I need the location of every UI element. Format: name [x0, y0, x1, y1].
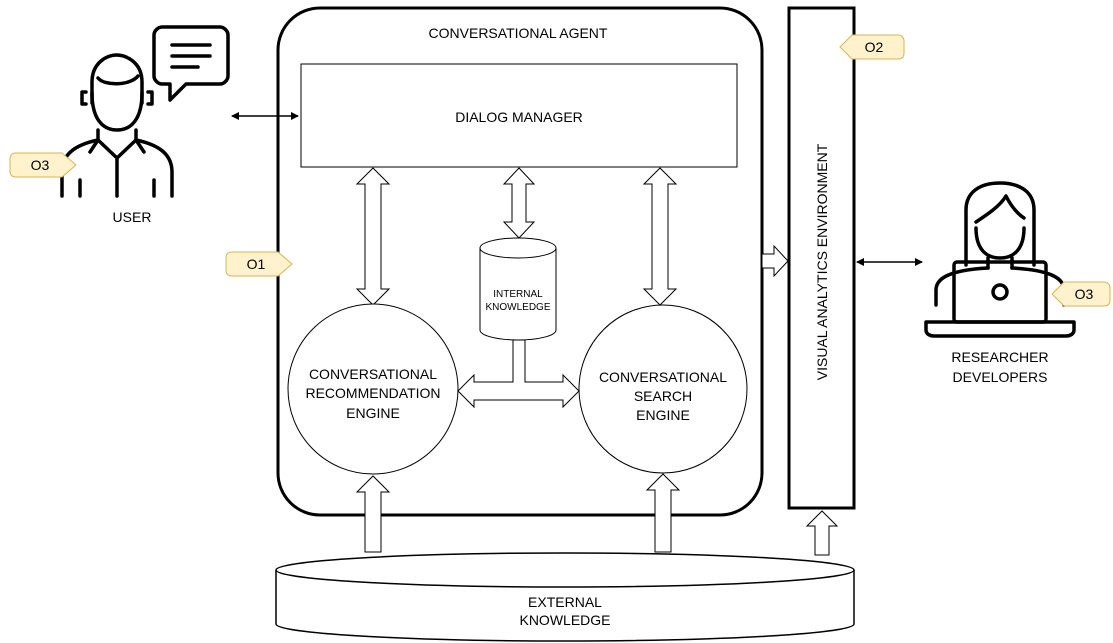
- recommendation-engine-label-1: CONVERSATIONAL: [309, 366, 437, 382]
- tag-o1-label: O1: [247, 256, 266, 272]
- dialog-manager-label: DIALOG MANAGER: [455, 109, 583, 125]
- tag-o3-researcher: O3: [1051, 281, 1111, 307]
- user-label: USER: [113, 209, 152, 225]
- search-engine-label-1: CONVERSATIONAL: [599, 369, 727, 385]
- conversational-agent-title: CONVERSATIONAL AGENT: [429, 25, 608, 41]
- recommendation-engine-label-2: RECOMMENDATION: [305, 385, 440, 401]
- external-visual-analytics-arrow: [805, 510, 839, 556]
- internal-knowledge-engines-arrow: [457, 339, 580, 409]
- external-knowledge-label-1: EXTERNAL: [528, 594, 602, 610]
- laptop-icon: [924, 260, 1076, 338]
- dialog-manager-box: [300, 63, 738, 168]
- internal-knowledge-store: INTERNAL KNOWLEDGE: [479, 237, 557, 341]
- external-knowledge-store: EXTERNAL KNOWLEDGE: [275, 552, 855, 642]
- visual-analytics-box: [787, 6, 856, 510]
- tag-o3-user-label: O3: [31, 157, 50, 173]
- tag-o3-researcher-label: O3: [1075, 286, 1094, 302]
- speech-bubble-icon: [152, 25, 230, 102]
- external-knowledge-label-2: KNOWLEDGE: [519, 612, 610, 628]
- user-icon: [60, 53, 174, 198]
- researcher-label-2: DEVELOPERS: [953, 369, 1048, 385]
- search-engine-label-3: ENGINE: [636, 407, 690, 423]
- recommendation-engine-circle: [287, 303, 459, 475]
- recommendation-engine-label-3: ENGINE: [346, 405, 400, 421]
- tag-o3-user: O3: [9, 152, 77, 178]
- tag-o2-label: O2: [865, 39, 884, 55]
- tag-o1: O1: [225, 251, 293, 277]
- external-recommendation-arrow: [355, 475, 391, 553]
- internal-knowledge-label-2: KNOWLEDGE: [485, 302, 550, 313]
- tag-o2: O2: [839, 34, 905, 60]
- internal-knowledge-label-1: INTERNAL: [493, 289, 543, 300]
- external-search-arrow: [645, 473, 681, 553]
- visual-analytics-label: VISUAL ANALYTICS ENVIRONMENT: [814, 143, 830, 380]
- researcher-label-1: RESEARCHER: [951, 349, 1048, 365]
- search-engine-circle: [578, 304, 748, 474]
- agent-visual-analytics-arrow: [761, 244, 789, 278]
- search-engine-label-2: SEARCH: [634, 388, 692, 404]
